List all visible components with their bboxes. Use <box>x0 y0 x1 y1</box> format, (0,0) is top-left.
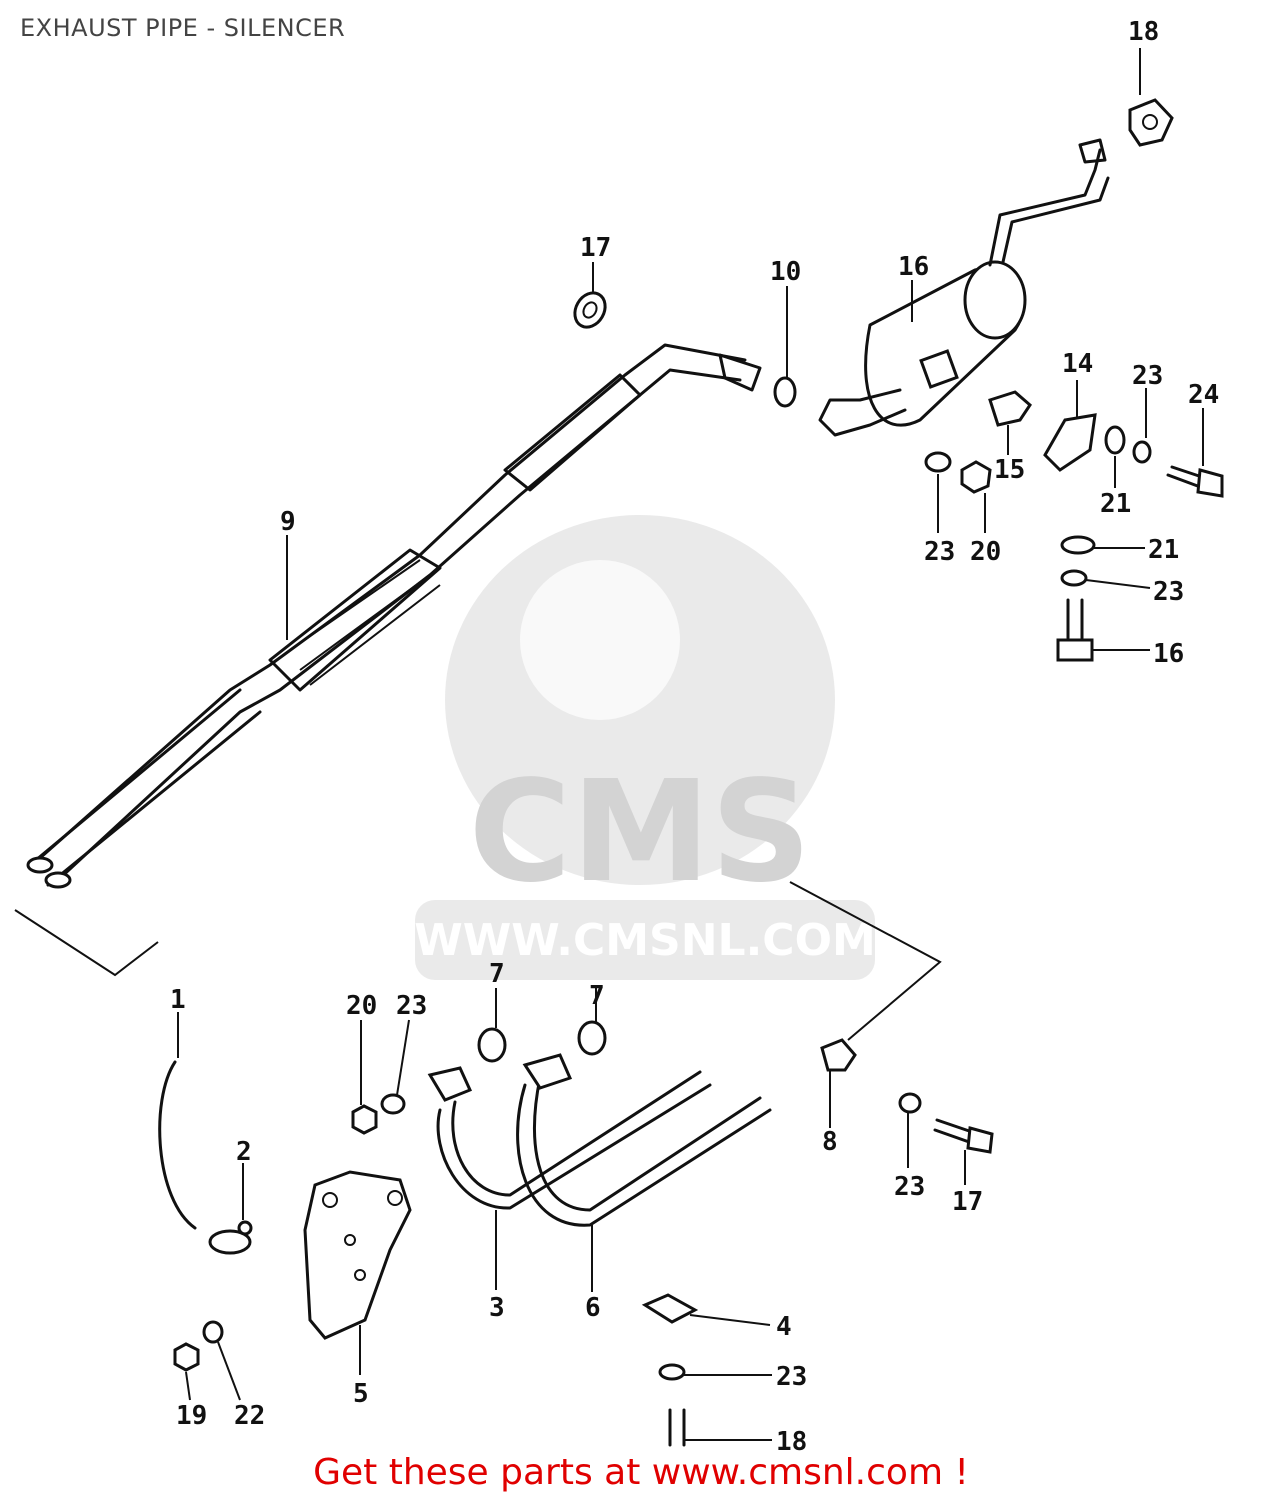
part-23-washer-a <box>924 451 952 473</box>
leader-lines <box>177 48 1204 1441</box>
callout-15: 18 <box>1128 17 1159 47</box>
part-14-gasket <box>573 291 607 329</box>
callout-3: 3 <box>489 1293 505 1323</box>
part-11-bracket <box>1043 413 1097 472</box>
part-8-rubber <box>820 1038 857 1072</box>
callout-22: 22 <box>234 1401 265 1431</box>
part-23-washer-c <box>1060 569 1088 587</box>
callout-8: 8 <box>822 1127 838 1157</box>
part-15-mount <box>1128 98 1174 147</box>
part-2-clamp <box>208 1220 253 1255</box>
part-20-nut-a <box>960 460 992 494</box>
part-9-exhaust-pipe <box>26 343 762 889</box>
footer-link[interactable]: Get these parts at www.cmsnl.com ! <box>313 1452 969 1493</box>
part-17-bolt <box>933 1118 994 1154</box>
callout-12: 15 <box>994 455 1025 485</box>
part-3-exhaust-pipe <box>427 1066 712 1210</box>
callout-23-a: 23 <box>1132 361 1163 391</box>
part-23-washer-b <box>1132 440 1152 464</box>
callout-23-c: 23 <box>1153 577 1184 607</box>
callout-7-b: 7 <box>589 981 605 1011</box>
callout-4: 4 <box>776 1312 792 1342</box>
part-5-cover <box>303 1170 412 1340</box>
watermark-url: WWW.CMSNL.COM <box>414 915 876 966</box>
callout-23-d: 23 <box>396 991 427 1021</box>
callout-7-a: 7 <box>489 959 505 989</box>
callout-20-a: 20 <box>970 537 1001 567</box>
callout-10: 10 <box>770 257 801 287</box>
watermark-logo: CMS WWW.CMSNL.COM <box>414 515 876 980</box>
part-12-plate <box>988 390 1032 427</box>
callout-9: 9 <box>280 507 296 537</box>
part-18-bolt <box>668 1408 686 1447</box>
callout-17: 17 <box>952 1187 983 1217</box>
callout-14: 17 <box>580 233 611 263</box>
part-23-washer-d <box>380 1093 406 1115</box>
part-1-hose <box>158 1060 197 1230</box>
callout-2: 2 <box>236 1137 252 1167</box>
part-10-gasket <box>773 376 797 408</box>
part-23-washer-f <box>658 1363 686 1381</box>
callout-19: 19 <box>176 1401 207 1431</box>
callout-13: 16 <box>898 252 929 282</box>
part-21-washer-b <box>1060 535 1096 555</box>
part-21-washer-a <box>1104 425 1126 455</box>
part-16-bolt <box>1056 598 1094 662</box>
part-19-nut <box>173 1342 200 1372</box>
callout-23-e: 23 <box>894 1172 925 1202</box>
callout-labels: 18 17 10 16 14 23 24 15 21 23 20 21 23 1… <box>170 17 1219 1457</box>
callout-24: 24 <box>1188 380 1219 410</box>
part-22-washer <box>202 1320 224 1344</box>
callout-1: 1 <box>170 985 186 1015</box>
callout-21-a: 21 <box>1100 489 1131 519</box>
part-20-nut-b <box>351 1104 378 1135</box>
part-24-bolt <box>1166 465 1224 498</box>
callout-5: 5 <box>353 1379 369 1409</box>
part-13-silencer <box>818 138 1110 437</box>
part-7-gasket-b <box>577 1020 607 1056</box>
callout-18: 18 <box>776 1427 807 1457</box>
part-6-exhaust-pipe <box>516 1053 772 1227</box>
watermark-brand: CMS <box>469 751 812 914</box>
part-7-gasket-a <box>477 1027 507 1063</box>
callout-6: 6 <box>585 1293 601 1323</box>
diagram-title: EXHAUST PIPE - SILENCER <box>20 14 346 42</box>
callout-16: 16 <box>1153 639 1184 669</box>
callout-20-b: 20 <box>346 991 377 1021</box>
part-23-washer-e <box>898 1092 922 1114</box>
callout-23-b: 23 <box>924 537 955 567</box>
callout-11: 14 <box>1062 349 1093 379</box>
callout-21-b: 21 <box>1148 535 1179 565</box>
callout-23-f: 23 <box>776 1362 807 1392</box>
part-4-bracket <box>641 1293 699 1324</box>
